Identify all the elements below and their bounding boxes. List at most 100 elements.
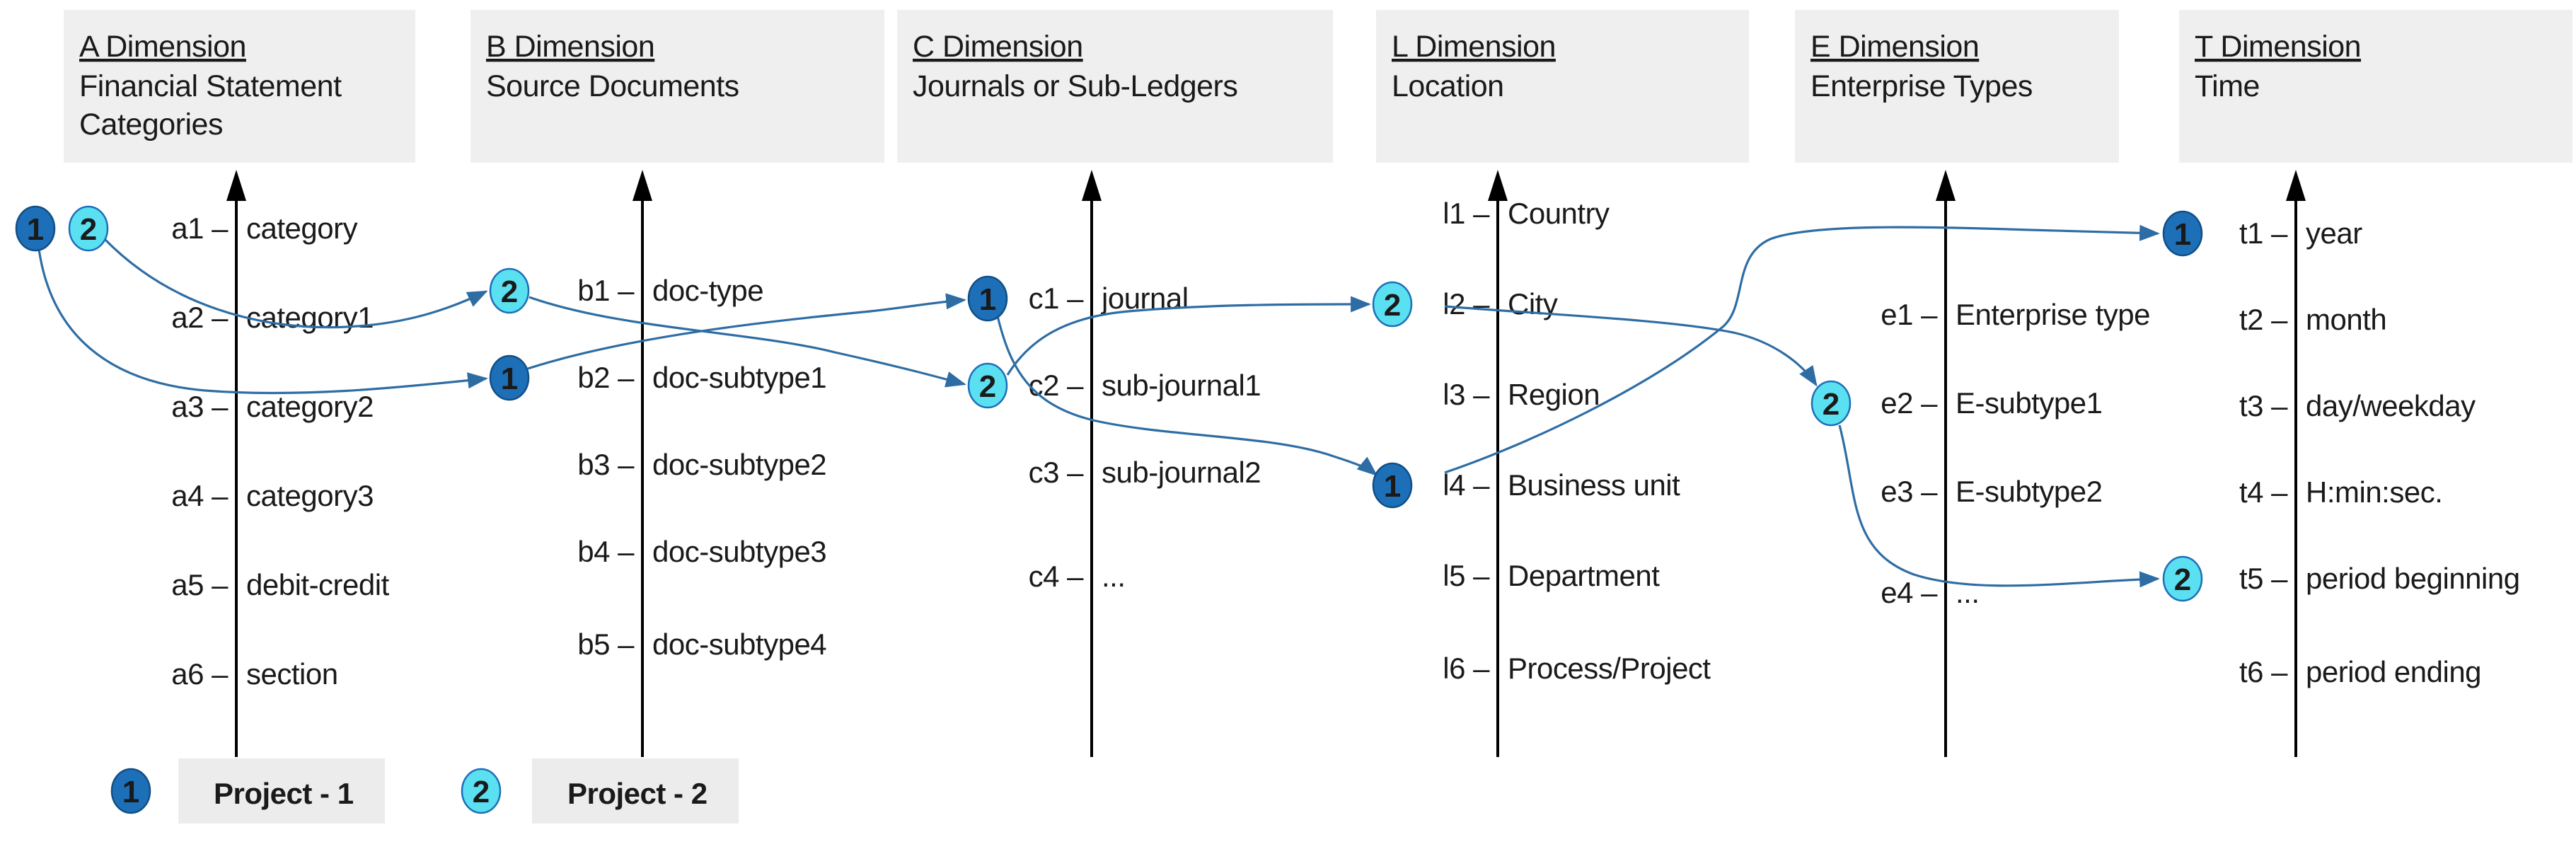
item-t1-code: t1 – (2239, 216, 2288, 250)
item-e2-code: e2 – (1881, 386, 1938, 420)
project-2-marker-a1: 2 (68, 205, 109, 252)
item-e4-code: e4 – (1881, 576, 1938, 609)
project-1-marker-c1: 1 (967, 275, 1008, 322)
legend-project-1-marker: 1 (110, 768, 151, 814)
dimension-A-subtitle-line2: Categories (79, 108, 223, 142)
project-1-marker-t1-digit: 1 (2174, 217, 2191, 252)
dimension-L-title: L Dimension (1392, 30, 1556, 64)
item-b5-code: b5 – (577, 628, 635, 661)
item-l6-code: l6 – (1443, 652, 1490, 685)
item-b2-code: b2 – (577, 361, 635, 394)
dimension-C-header-box (897, 10, 1333, 163)
axis-E-arrowhead (1936, 170, 1956, 201)
item-e1-code: e1 – (1881, 298, 1938, 331)
project-1-marker-b2: 1 (489, 354, 530, 401)
item-b3-code: b3 – (577, 448, 635, 481)
dimension-B-header-box (470, 10, 884, 163)
item-a4-label: category3 (246, 479, 374, 512)
item-l1-label: Country (1508, 197, 1610, 230)
connection-project-2-b1-to-c2 (529, 296, 966, 388)
legend-project-1-marker-digit: 1 (122, 775, 139, 809)
item-c3-label: sub-journal2 (1102, 456, 1261, 489)
axis-C-arrowhead (1082, 170, 1102, 201)
connection-project-1-c1-to-l4 (996, 316, 1378, 476)
item-e4-label: ... (1956, 576, 1980, 609)
item-c3-code: c3 – (1029, 456, 1085, 489)
dimension-L-subtitle: Location (1392, 69, 1504, 103)
item-b4-code: b4 – (577, 535, 635, 568)
project-1-marker-l4-digit: 1 (1384, 469, 1401, 504)
item-a2-code: a2 – (171, 301, 229, 334)
item-t3-label: day/weekday (2306, 389, 2476, 422)
item-b2-label: doc-subtype1 (652, 361, 826, 394)
connection-project-2-a1-to-b1 (103, 238, 488, 329)
item-t2-code: t2 – (2239, 303, 2288, 336)
item-a5-code: a5 – (171, 568, 229, 601)
project-2-marker-l2: 2 (1372, 281, 1413, 328)
item-l2-code: l2 – (1443, 287, 1490, 320)
item-b1-code: b1 – (577, 274, 635, 307)
item-l5-label: Department (1508, 559, 1660, 592)
item-a2-label: category1 (246, 301, 374, 334)
axis-L-arrowhead (1488, 170, 1508, 201)
project-2-marker-e2-digit: 2 (1823, 387, 1839, 422)
project-2-marker-t5: 2 (2162, 555, 2203, 602)
project-2-marker-b1-digit: 2 (501, 275, 518, 309)
project-1-marker-a1: 1 (15, 205, 56, 252)
item-t1-label: year (2306, 216, 2362, 250)
item-t3-code: t3 – (2239, 389, 2288, 422)
item-c2-label: sub-journal1 (1102, 369, 1261, 402)
item-l3-code: l3 – (1443, 378, 1490, 411)
dimension-E-subtitle: Enterprise Types (1810, 69, 2033, 103)
project-1-marker-b2-digit: 1 (501, 362, 518, 396)
project-1-marker-c1-digit: 1 (979, 282, 996, 317)
dimension-E-header-box (1795, 10, 2119, 163)
item-l4-label: Business unit (1508, 468, 1680, 502)
dimension-A-subtitle-line1: Financial Statement (79, 69, 342, 103)
item-l5-code: l5 – (1443, 559, 1490, 592)
item-t6-code: t6 – (2239, 655, 2288, 688)
item-c2-code: c2 – (1029, 369, 1085, 402)
dimension-B-title: B Dimension (486, 30, 654, 64)
item-a6-label: section (246, 657, 338, 691)
axis-A-arrowhead (226, 170, 246, 201)
axis-T-arrowhead (2286, 170, 2306, 201)
item-l3-label: Region (1508, 378, 1600, 411)
dimension-T-header-box (2179, 10, 2572, 163)
connection-project-1-b2-to-c1 (527, 293, 966, 370)
item-a3-label: category2 (246, 390, 374, 423)
connection-project-1-a1-to-b2 (37, 248, 488, 395)
dimension-C-title: C Dimension (913, 30, 1083, 64)
legend-project-1-label-box (178, 758, 385, 824)
project-1-marker-t1: 1 (2162, 210, 2203, 257)
item-a1-label: category (246, 212, 358, 245)
project-1-marker-a1-digit: 1 (27, 212, 44, 247)
item-c1-code: c1 – (1029, 282, 1085, 315)
legend-project-2-label-box (532, 758, 739, 824)
project-1-marker-l4: 1 (1372, 462, 1413, 509)
dimension-A-title: A Dimension (79, 30, 246, 64)
item-a4-code: a4 – (171, 479, 229, 512)
item-b3-label: doc-subtype2 (652, 448, 826, 481)
item-c4-code: c4 – (1029, 560, 1085, 593)
legend-project-2-marker: 2 (461, 768, 502, 814)
legend-project-2-label: Project - 2 (567, 777, 707, 810)
item-t6-label: period ending (2306, 655, 2481, 688)
connection-project-1-l4-to-t1 (1444, 224, 2160, 474)
project-connections (37, 224, 2160, 588)
item-l4-code: l4 – (1443, 468, 1490, 502)
connection-project-2-e2-to-t5 (1838, 424, 2160, 588)
axis-B-arrowhead (633, 170, 652, 201)
dimension-C-subtitle: Journals or Sub-Ledgers (913, 69, 1237, 103)
item-t5-code: t5 – (2239, 562, 2288, 595)
item-b4-label: doc-subtype3 (652, 535, 826, 568)
item-a3-code: a3 – (171, 390, 229, 423)
project-2-marker-b1: 2 (489, 267, 530, 314)
